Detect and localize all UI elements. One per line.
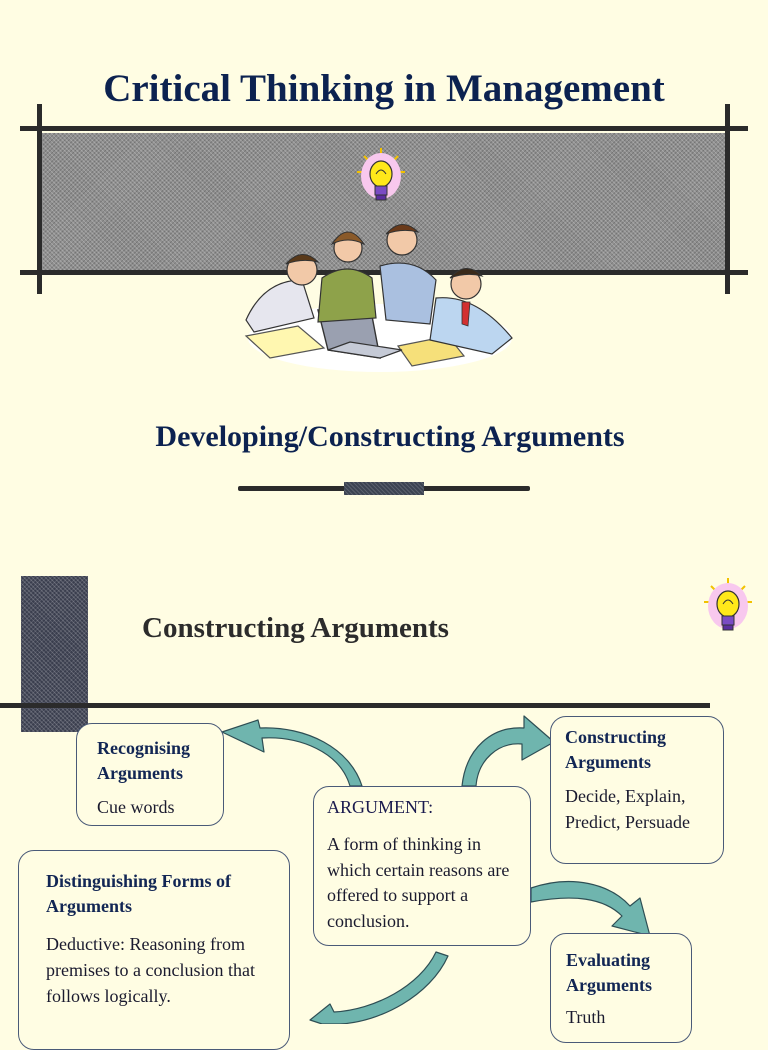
title-rule [0,703,710,708]
box-heading: Constructing Arguments [565,727,667,772]
box-text: Deductive: Reasoning from premises to a … [46,934,255,1006]
frame-line-left [37,104,42,294]
arrow-to-constructing [461,715,555,787]
box-text: Truth [566,1007,606,1027]
box-heading: Evaluating Arguments [566,950,652,995]
box-heading: Recognising Arguments [97,738,191,783]
subtitle-divider-accent [344,482,424,495]
recognising-arguments-box: Recognising Arguments Cue words [76,723,224,826]
business-meeting-clipart [244,224,513,372]
box-text: A form of thinking in which certain reas… [327,834,510,931]
slide1-title: Critical Thinking in Management [103,67,665,110]
slide2-title: Constructing Arguments [142,612,449,644]
frame-line-right [725,104,730,294]
lightbulb-icon [704,578,752,631]
slide1-subtitle: Developing/Constructing Arguments [155,420,625,453]
constructing-arguments-box: Constructing Arguments Decide, Explain, … [550,716,724,864]
lightbulb-icon [357,148,405,201]
box-heading: ARGUMENT: [327,797,434,817]
box-text: Decide, Explain, Predict, Persuade [565,786,690,832]
argument-definition-box: ARGUMENT: A form of thinking in which ce… [313,786,531,946]
arrow-to-recognising [221,719,363,787]
arrow-to-distinguishing [309,951,449,1024]
arrow-to-evaluating [530,881,651,937]
distinguishing-forms-box: Distinguishing Forms of Arguments Deduct… [18,850,290,1050]
frame-line-top [20,126,748,131]
box-heading: Distinguishing Forms of Arguments [46,871,232,916]
evaluating-arguments-box: Evaluating Arguments Truth [550,933,692,1043]
box-text: Cue words [97,797,175,817]
